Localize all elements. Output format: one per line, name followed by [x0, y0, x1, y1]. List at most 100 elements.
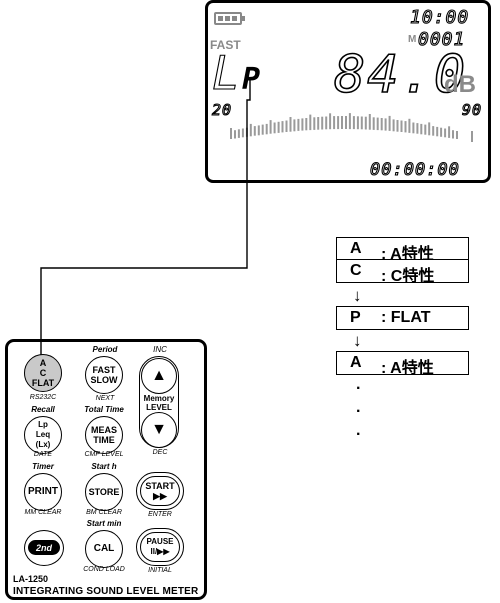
- bar-graph-segment: [341, 116, 343, 129]
- bm-clear-label: BM CLEAR: [86, 509, 122, 516]
- fast-forward-icon: ▶▶: [153, 491, 167, 501]
- elapsed-time: 00:00:00: [369, 159, 460, 180]
- next-label: NEXT: [95, 395, 115, 402]
- bar-graph-segment: [404, 121, 407, 133]
- bar-graph-segment: [388, 115, 391, 131]
- bar-graph-end-mark: [471, 131, 473, 142]
- print-label: PRINT: [28, 486, 58, 497]
- bar-graph-segment: [293, 119, 296, 132]
- mode-list-item: P : FLAT: [336, 306, 469, 330]
- bar-graph-segment: [420, 123, 423, 135]
- pause-button[interactable]: PAUSE II/▶▶: [136, 528, 184, 566]
- store-button[interactable]: STORE: [85, 473, 123, 511]
- bar-graph-segment: [376, 117, 379, 131]
- bar-graph-segment: [281, 121, 284, 133]
- bar-graph-segment: [297, 118, 300, 131]
- meas-label: MEAS: [90, 425, 117, 435]
- print-button[interactable]: PRINT: [24, 473, 62, 511]
- bar-graph-segment: [456, 131, 458, 139]
- bar-graph-segment: [440, 127, 443, 137]
- bar-graph-segment: [337, 116, 340, 130]
- lcd-display: FAST 10:00 M 0001 L P 84.0 dB 20 90 00:0…: [205, 0, 491, 183]
- up-triangle-icon: ▲: [151, 367, 167, 384]
- bar-graph-segment: [245, 127, 248, 137]
- meas-time-button[interactable]: MEAS TIME: [85, 416, 123, 454]
- memory-level-label: Memory LEVEL: [138, 394, 180, 412]
- rs232c-label: RS232C: [29, 394, 57, 401]
- bar-graph-segment: [356, 116, 359, 130]
- cond-load-label: COND LOAD: [83, 566, 125, 573]
- bar-graph-segment: [364, 116, 367, 130]
- bar-graph-segment: [329, 113, 332, 130]
- ac-flat-button[interactable]: A C FLAT: [24, 354, 62, 392]
- total-time-label: Total Time: [84, 405, 124, 414]
- mode-value: : A特性: [381, 360, 434, 377]
- bar-graph-segment: [269, 120, 272, 134]
- bar-graph-segment: [424, 124, 427, 135]
- bar-graph-segment: [230, 128, 232, 139]
- memory-label: Memory: [143, 394, 175, 403]
- bar-graph-segment: [253, 126, 256, 136]
- start-button[interactable]: START ▶▶: [136, 472, 184, 510]
- mode-list-item: A : A特性: [336, 351, 469, 377]
- bar-graph-segment: [301, 118, 304, 131]
- start-label: START: [145, 481, 175, 491]
- continuation-dot: ·: [356, 426, 362, 443]
- range-high: 90: [461, 100, 483, 119]
- down-arrow-icon: ↓: [353, 286, 362, 305]
- recall-label: Recall: [31, 405, 55, 414]
- memory-up-button[interactable]: ▲: [141, 358, 177, 394]
- memory-number: 0001: [417, 28, 466, 50]
- response-mode: FAST: [210, 38, 241, 52]
- dec-label: DEC: [152, 449, 168, 456]
- mode-key: A: [350, 240, 362, 257]
- leq-label: Leq: [35, 430, 51, 439]
- bar-graph-segment: [412, 122, 415, 134]
- mode-key: A: [350, 354, 362, 371]
- bar-graph-segment: [265, 123, 268, 135]
- bar-graph-segment: [372, 117, 375, 130]
- bar-graph-segment: [289, 117, 292, 132]
- store-label: STORE: [88, 487, 120, 497]
- bar-graph-segment: [352, 116, 355, 130]
- bar-graph-segment: [384, 118, 387, 131]
- initial-label: INITIAL: [148, 567, 172, 574]
- bar-graph-segment: [380, 118, 383, 131]
- fast-label: FAST: [92, 365, 116, 375]
- mode-key: P: [350, 309, 361, 326]
- mode-list-item: A : A特性: [336, 237, 469, 263]
- mode-value: : A特性: [381, 246, 434, 263]
- bar-graph-segment: [345, 116, 347, 129]
- bar-graph-segment: [317, 117, 320, 130]
- bar-graph-segment: [448, 126, 451, 138]
- ac-flat-label-a: A: [39, 358, 47, 368]
- mode-key: C: [350, 262, 362, 279]
- fast-slow-button[interactable]: FAST SLOW: [85, 356, 123, 394]
- bar-graph-segment: [396, 120, 399, 132]
- start-h-label: Start h: [91, 462, 117, 471]
- level-label: LEVEL: [146, 403, 172, 412]
- time-label: TIME: [93, 435, 115, 445]
- start-min-label: Start min: [86, 519, 122, 528]
- pause-play-icon: II/▶▶: [150, 547, 170, 556]
- keypad-panel: [5, 339, 207, 600]
- cal-label: CAL: [93, 543, 115, 554]
- bar-graph-segment: [432, 126, 435, 136]
- cal-button[interactable]: CAL: [85, 530, 123, 568]
- bar-graph-segment: [325, 116, 328, 130]
- bar-graph-segment: [408, 118, 411, 133]
- bar-graph-segment: [444, 128, 447, 138]
- battery-icon: [214, 12, 245, 25]
- bar-graph-segment: [321, 116, 324, 130]
- level-value: 84.0: [333, 45, 468, 105]
- cmp-level-label: CMP LEVEL: [84, 451, 124, 458]
- bar-graph-segment: [392, 119, 395, 132]
- bar-graph-segment: [400, 120, 403, 132]
- slow-label: SLOW: [90, 375, 118, 385]
- bar-graph-segment: [309, 114, 312, 131]
- lp-leq-button[interactable]: Lp Leq (Lx): [24, 416, 62, 454]
- memory-down-button[interactable]: ▼: [141, 412, 177, 448]
- bar-graph-segment: [348, 113, 351, 130]
- inc-label: INC: [153, 345, 167, 354]
- date-label: DATE: [33, 451, 53, 458]
